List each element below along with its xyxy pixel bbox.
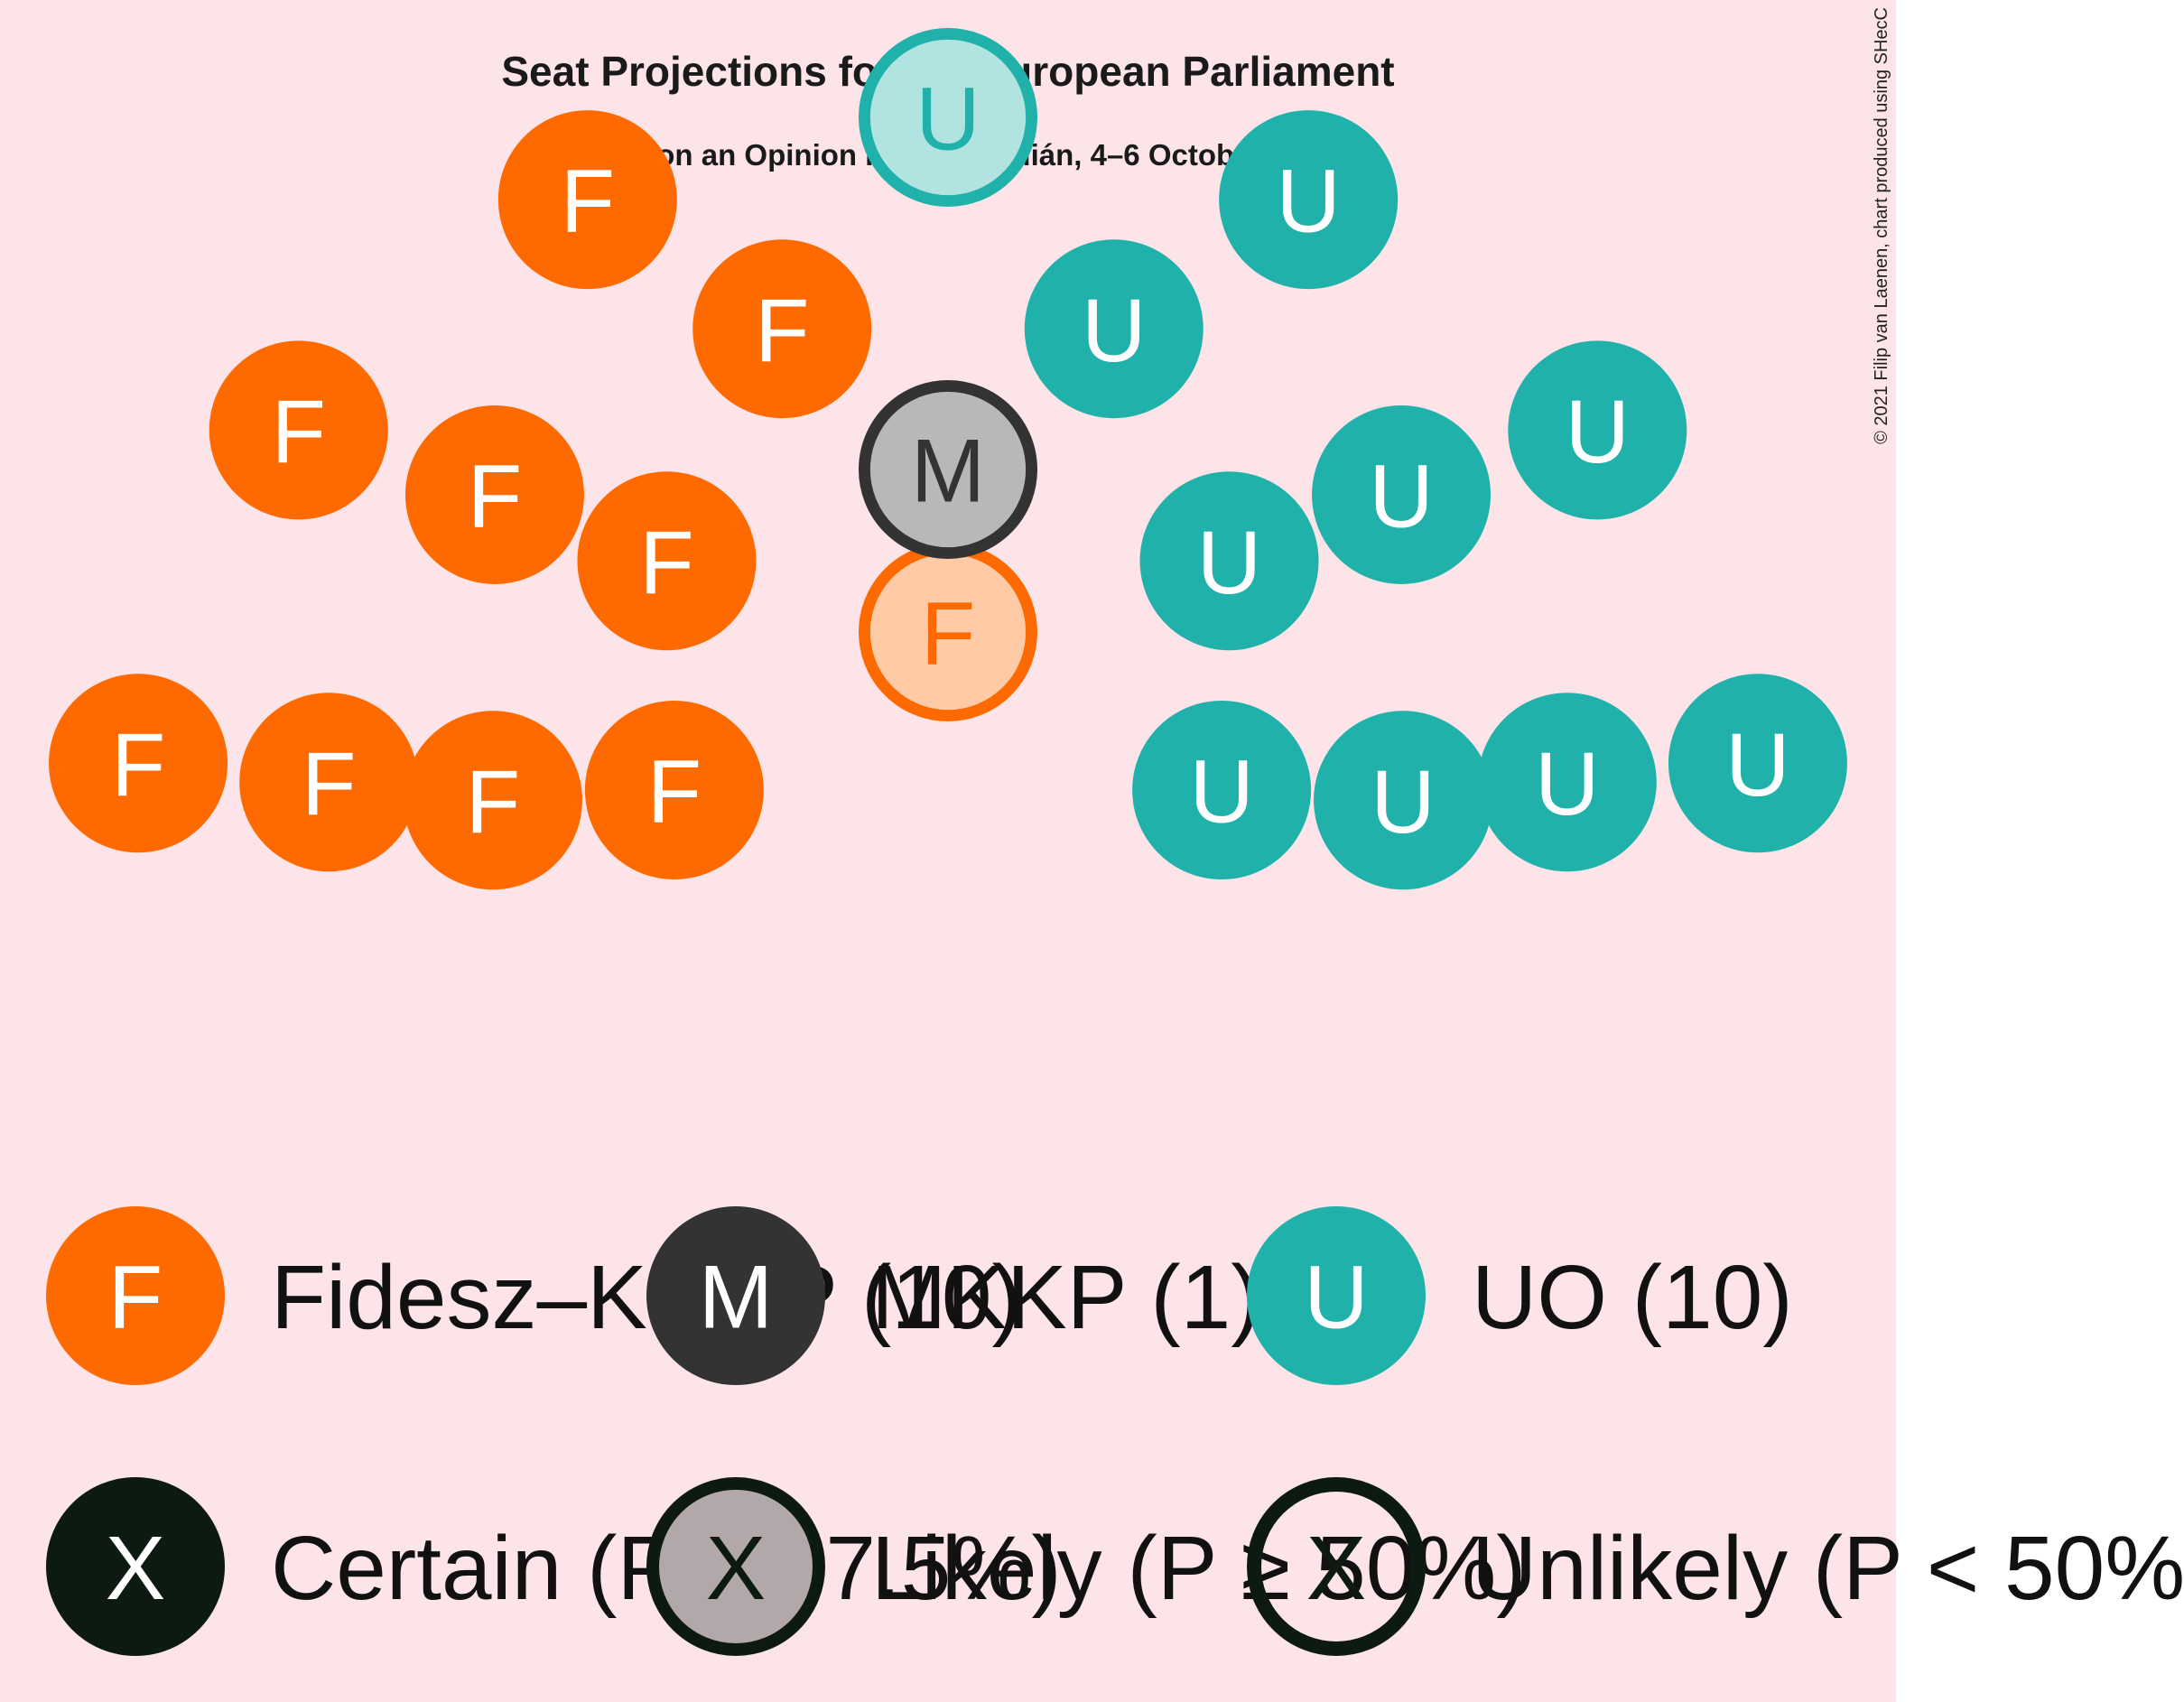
- seat-f-2-circle: [239, 693, 419, 872]
- seat-u-14-letter: U: [1276, 151, 1341, 251]
- legend-status-likely-label: Likely (P ≥ 50%): [871, 1518, 1527, 1619]
- seat-u-20-circle: [1477, 693, 1657, 872]
- seat-u-16-letter: U: [1369, 446, 1434, 546]
- seat-f-3: F: [403, 711, 582, 890]
- seat-u-15: U: [1139, 471, 1319, 651]
- legend-status-certain-circle: [46, 1477, 225, 1656]
- seat-u-21-circle: [1668, 674, 1847, 853]
- seat-f-7-letter: F: [639, 512, 693, 612]
- legend-party-u-marker-circle: [1247, 1206, 1426, 1385]
- legend-party-u-marker-letter: U: [1304, 1247, 1369, 1347]
- seat-f-1-letter: F: [111, 714, 165, 814]
- seat-f-5: F: [209, 340, 388, 520]
- legend-party-m-marker: M: [646, 1206, 825, 1385]
- seat-f-9-letter: F: [755, 280, 809, 380]
- seat-f-6-circle: [404, 405, 584, 584]
- seat-u-17-circle: [1508, 340, 1687, 520]
- legend-party-m-marker-letter: M: [699, 1247, 773, 1347]
- legend-party-u-marker: U: [1247, 1206, 1426, 1385]
- legend-status-unlikely-marker: X: [1247, 1477, 1426, 1656]
- legend-party-f-label: Fidesz–KDNP (10): [271, 1247, 1022, 1348]
- seat-f-3-circle: [403, 711, 582, 890]
- seat-u-19-circle: [1314, 711, 1493, 890]
- seat-f-1-circle: [49, 674, 228, 853]
- seat-f-2-letter: F: [302, 733, 356, 833]
- seat-m-11: M: [858, 379, 1038, 560]
- seat-u-12: U: [858, 27, 1038, 208]
- seat-f-6: F: [404, 405, 584, 584]
- seat-u-16-circle: [1312, 405, 1492, 584]
- seat-u-21-letter: U: [1725, 714, 1790, 814]
- seat-f-7-circle: [577, 471, 757, 651]
- seat-u-19: U: [1314, 711, 1493, 890]
- legend-party-f-marker-letter: F: [108, 1247, 163, 1347]
- seat-u-18-circle: [1132, 701, 1312, 879]
- seat-f-8-letter: F: [561, 151, 615, 251]
- seat-f-5-letter: F: [271, 381, 325, 481]
- seat-m-11-circle: [858, 379, 1038, 560]
- legend-party-f-marker: F: [46, 1206, 225, 1385]
- seat-f-9: F: [692, 239, 872, 419]
- seat-f-10-letter: F: [921, 583, 975, 684]
- legend-status-likely-circle: [646, 1477, 825, 1656]
- legend-party-m-label: MKKP (1): [871, 1247, 1261, 1348]
- seat-u-12-circle: [858, 27, 1038, 208]
- seat-f-7: F: [577, 471, 757, 651]
- seat-u-21: U: [1668, 674, 1847, 853]
- legend-party-m-marker-circle: [646, 1206, 825, 1385]
- seat-u-13-letter: U: [1082, 280, 1147, 380]
- seat-u-13-circle: [1024, 239, 1204, 419]
- seat-u-19-letter: U: [1371, 751, 1436, 851]
- legend-status-likely-marker: X: [646, 1477, 825, 1656]
- seat-f-4: F: [584, 701, 764, 879]
- seat-u-20: U: [1477, 693, 1657, 872]
- seat-u-12-letter: U: [915, 69, 980, 169]
- seat-f-5-circle: [209, 340, 388, 520]
- legend-status-unlikely-label: Unlikely (P < 50%): [1472, 1518, 2184, 1619]
- seat-f-3-letter: F: [466, 751, 520, 851]
- seat-u-16: U: [1312, 405, 1492, 584]
- legend-party-f-marker-circle: [46, 1206, 225, 1385]
- legend-status-certain-marker: X: [46, 1477, 225, 1656]
- legend-status-unlikely-circle: [1247, 1477, 1426, 1656]
- seat-f-4-circle: [584, 701, 764, 879]
- seat-u-13: U: [1024, 239, 1204, 419]
- seat-f-6-letter: F: [468, 446, 522, 546]
- legend-status-unlikely-symbol: X: [1306, 1518, 1367, 1619]
- legend-status-likely-symbol: X: [706, 1518, 767, 1619]
- seat-f-8-circle: [497, 110, 677, 290]
- legend-party-u-label: UO (10): [1472, 1247, 1793, 1348]
- seat-m-11-letter: M: [911, 421, 985, 521]
- seat-f-4-letter: F: [647, 741, 702, 842]
- seat-u-18: U: [1132, 701, 1312, 879]
- seat-u-14: U: [1219, 110, 1399, 290]
- seat-f-1: F: [49, 674, 228, 853]
- seat-f-8: F: [497, 110, 677, 290]
- seat-f-2: F: [239, 693, 419, 872]
- party-legend: F Fidesz–KDNP (10)M MKKP (1) U UO (10): [46, 1206, 1793, 1385]
- seat-u-15-circle: [1139, 471, 1319, 651]
- seat-u-20-letter: U: [1535, 733, 1600, 833]
- seat-u-15-letter: U: [1197, 512, 1262, 612]
- legend-status-certain-symbol: X: [106, 1518, 166, 1619]
- seat-f-9-circle: [692, 239, 872, 419]
- copyright-notice: © 2021 Filip van Laenen, chart produced …: [1872, 7, 1891, 444]
- seat-u-17-letter: U: [1566, 381, 1631, 481]
- seat-u-18-letter: U: [1189, 741, 1254, 842]
- seat-u-17: U: [1508, 340, 1687, 520]
- seat-f-10: F: [858, 542, 1038, 722]
- seat-u-14-circle: [1219, 110, 1399, 290]
